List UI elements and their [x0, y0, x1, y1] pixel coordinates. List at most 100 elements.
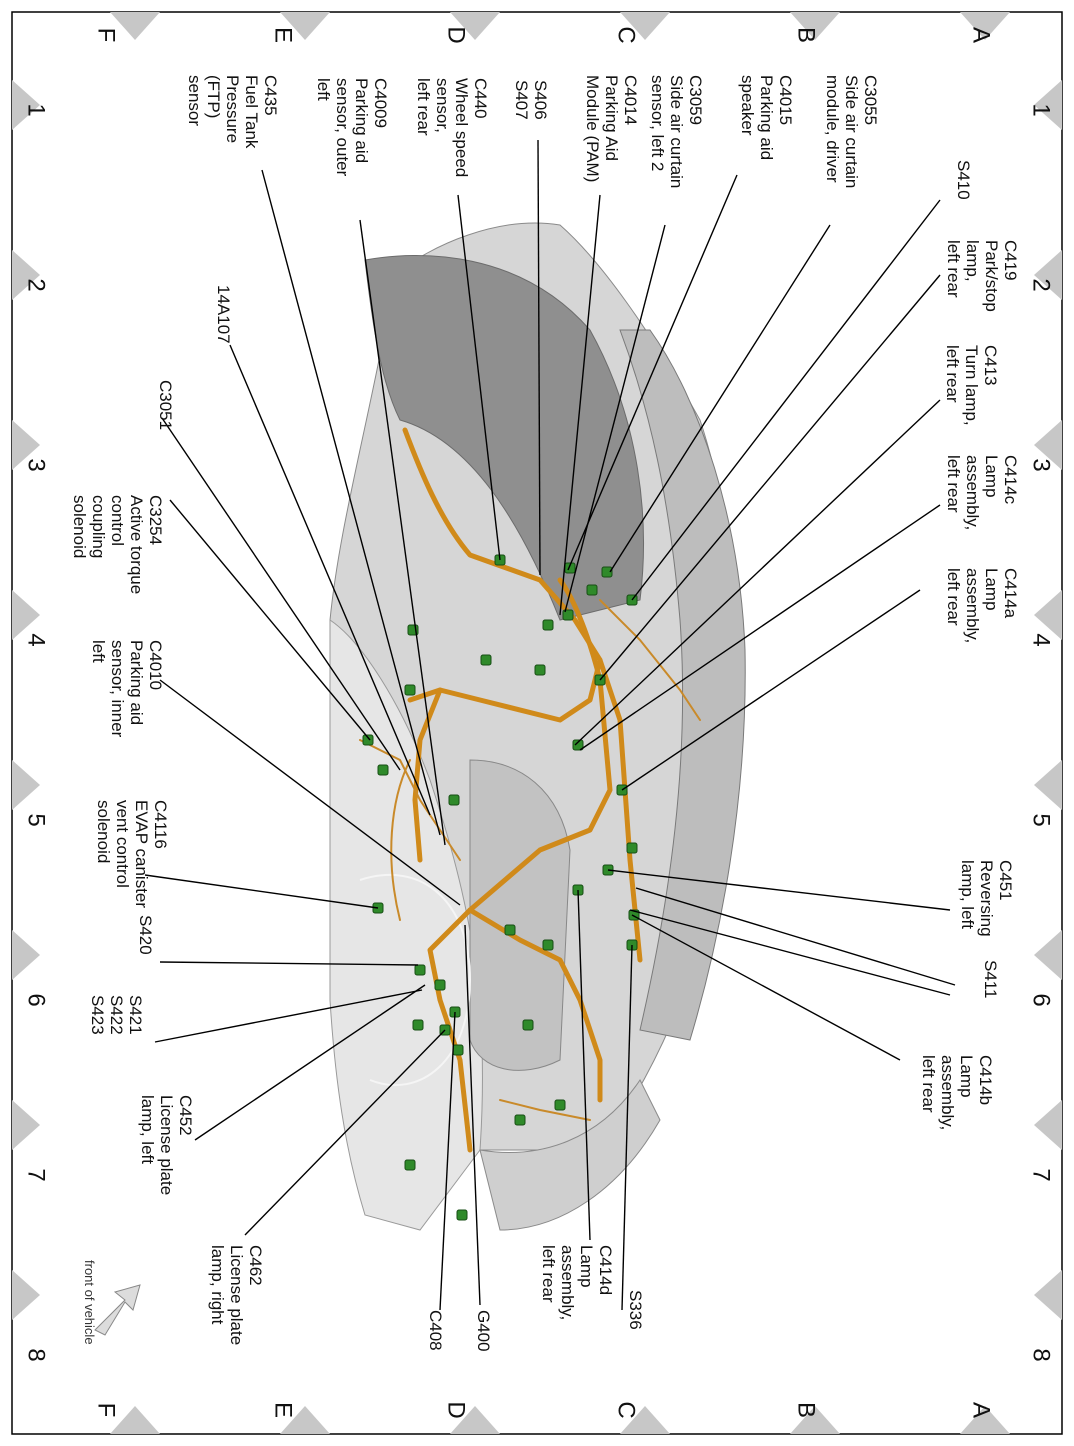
connector-marker	[412, 1019, 424, 1031]
leader-line	[621, 944, 633, 1311]
label-line: speaker	[738, 75, 757, 136]
border-triangle	[450, 12, 500, 40]
leader-line	[631, 914, 901, 1061]
side-panel	[619, 329, 746, 1041]
label-c408: C408	[426, 1310, 445, 1351]
border-triangle	[12, 1270, 40, 1320]
label-line: S421	[126, 995, 145, 1035]
border-triangle	[620, 1406, 670, 1434]
label-line: Park/stop	[982, 240, 1001, 312]
label-line: assembly,	[938, 1055, 957, 1130]
leader-line	[457, 194, 501, 561]
leader-line	[559, 194, 601, 616]
border-triangle	[12, 590, 40, 640]
front-arrow-icon	[94, 1284, 141, 1336]
row-letter: D	[443, 1401, 470, 1418]
tailgate-edge	[469, 759, 571, 1071]
column-number: 7	[1028, 1168, 1055, 1181]
row-letter: B	[793, 27, 820, 43]
leader-line	[261, 169, 441, 836]
label-a14a107: 14A107	[214, 285, 233, 344]
label-front: front of vehicle	[82, 1260, 97, 1345]
label-line: lamp,	[963, 240, 982, 282]
column-number: 3	[1028, 458, 1055, 471]
leader-line	[439, 1011, 456, 1311]
label-line: C451	[996, 860, 1015, 901]
label-line: sensor, inner	[108, 640, 127, 738]
connector-marker	[404, 1159, 416, 1171]
border-triangle	[12, 250, 40, 300]
label-line: Pressure	[223, 75, 242, 143]
column-number: 1	[23, 103, 50, 116]
leader-line	[144, 874, 379, 909]
label-s420: S420	[136, 915, 155, 955]
connector-marker	[572, 739, 584, 751]
label-line: vent control	[113, 800, 132, 888]
connector-marker	[534, 664, 546, 676]
label-line: EVAP canister	[132, 800, 151, 908]
vehicle-body	[329, 222, 746, 1231]
column-number: 8	[1028, 1348, 1055, 1361]
label-line: left	[89, 640, 108, 663]
connector-marker	[562, 609, 574, 621]
leader-line	[631, 199, 941, 601]
row-letter: E	[270, 1402, 297, 1418]
row-letter: C	[613, 1401, 640, 1418]
leader-lines	[144, 139, 956, 1311]
leader-line	[607, 869, 951, 911]
connector-marker	[377, 764, 389, 776]
connector-marker	[514, 1114, 526, 1126]
connector-marker	[504, 924, 516, 936]
label-line: Side air curtain	[667, 75, 686, 188]
column-number: 8	[23, 1348, 50, 1361]
label-s336: S336	[626, 1290, 645, 1330]
label-line: lamp, left	[138, 1095, 157, 1164]
label-line: coupling	[89, 495, 108, 558]
label-line: C413	[981, 345, 1000, 386]
connector-marker	[542, 939, 554, 951]
connector-marker	[448, 794, 460, 806]
leader-line	[229, 344, 431, 816]
label-line: Side air curtain	[842, 75, 861, 188]
label-line: S336	[626, 1290, 645, 1330]
label-line: left rear	[919, 1055, 938, 1113]
front-of-vehicle-indicator	[94, 1284, 141, 1336]
label-line: S422	[107, 995, 126, 1035]
label-line: C462	[246, 1245, 265, 1286]
label-line: sensor	[185, 75, 204, 126]
border-triangle	[960, 12, 1010, 40]
window-area	[364, 255, 644, 621]
label-line: C440	[471, 78, 490, 119]
column-number: 2	[1028, 278, 1055, 291]
border-triangle	[1034, 80, 1062, 130]
leader-line	[161, 417, 401, 771]
label-line: assembly,	[963, 455, 982, 530]
leader-line	[574, 399, 941, 746]
label-line: C408	[426, 1310, 445, 1351]
column-number: 1	[1028, 103, 1055, 116]
label-line: S423	[88, 995, 107, 1035]
leader-line	[564, 224, 666, 613]
leader-line	[635, 887, 956, 986]
label-line: License plate	[157, 1095, 176, 1195]
label-line: S406	[531, 80, 550, 120]
leader-line	[244, 1029, 446, 1236]
border-triangle	[1034, 590, 1062, 640]
leader-line	[577, 889, 591, 1241]
border-triangle	[280, 12, 330, 40]
label-c3051: C3051	[156, 380, 175, 430]
border-triangle	[12, 420, 40, 470]
border-triangle	[1034, 1270, 1062, 1320]
column-number: 7	[23, 1168, 50, 1181]
label-line: sensor, left 2	[648, 75, 667, 171]
tire-outline	[359, 874, 472, 1086]
